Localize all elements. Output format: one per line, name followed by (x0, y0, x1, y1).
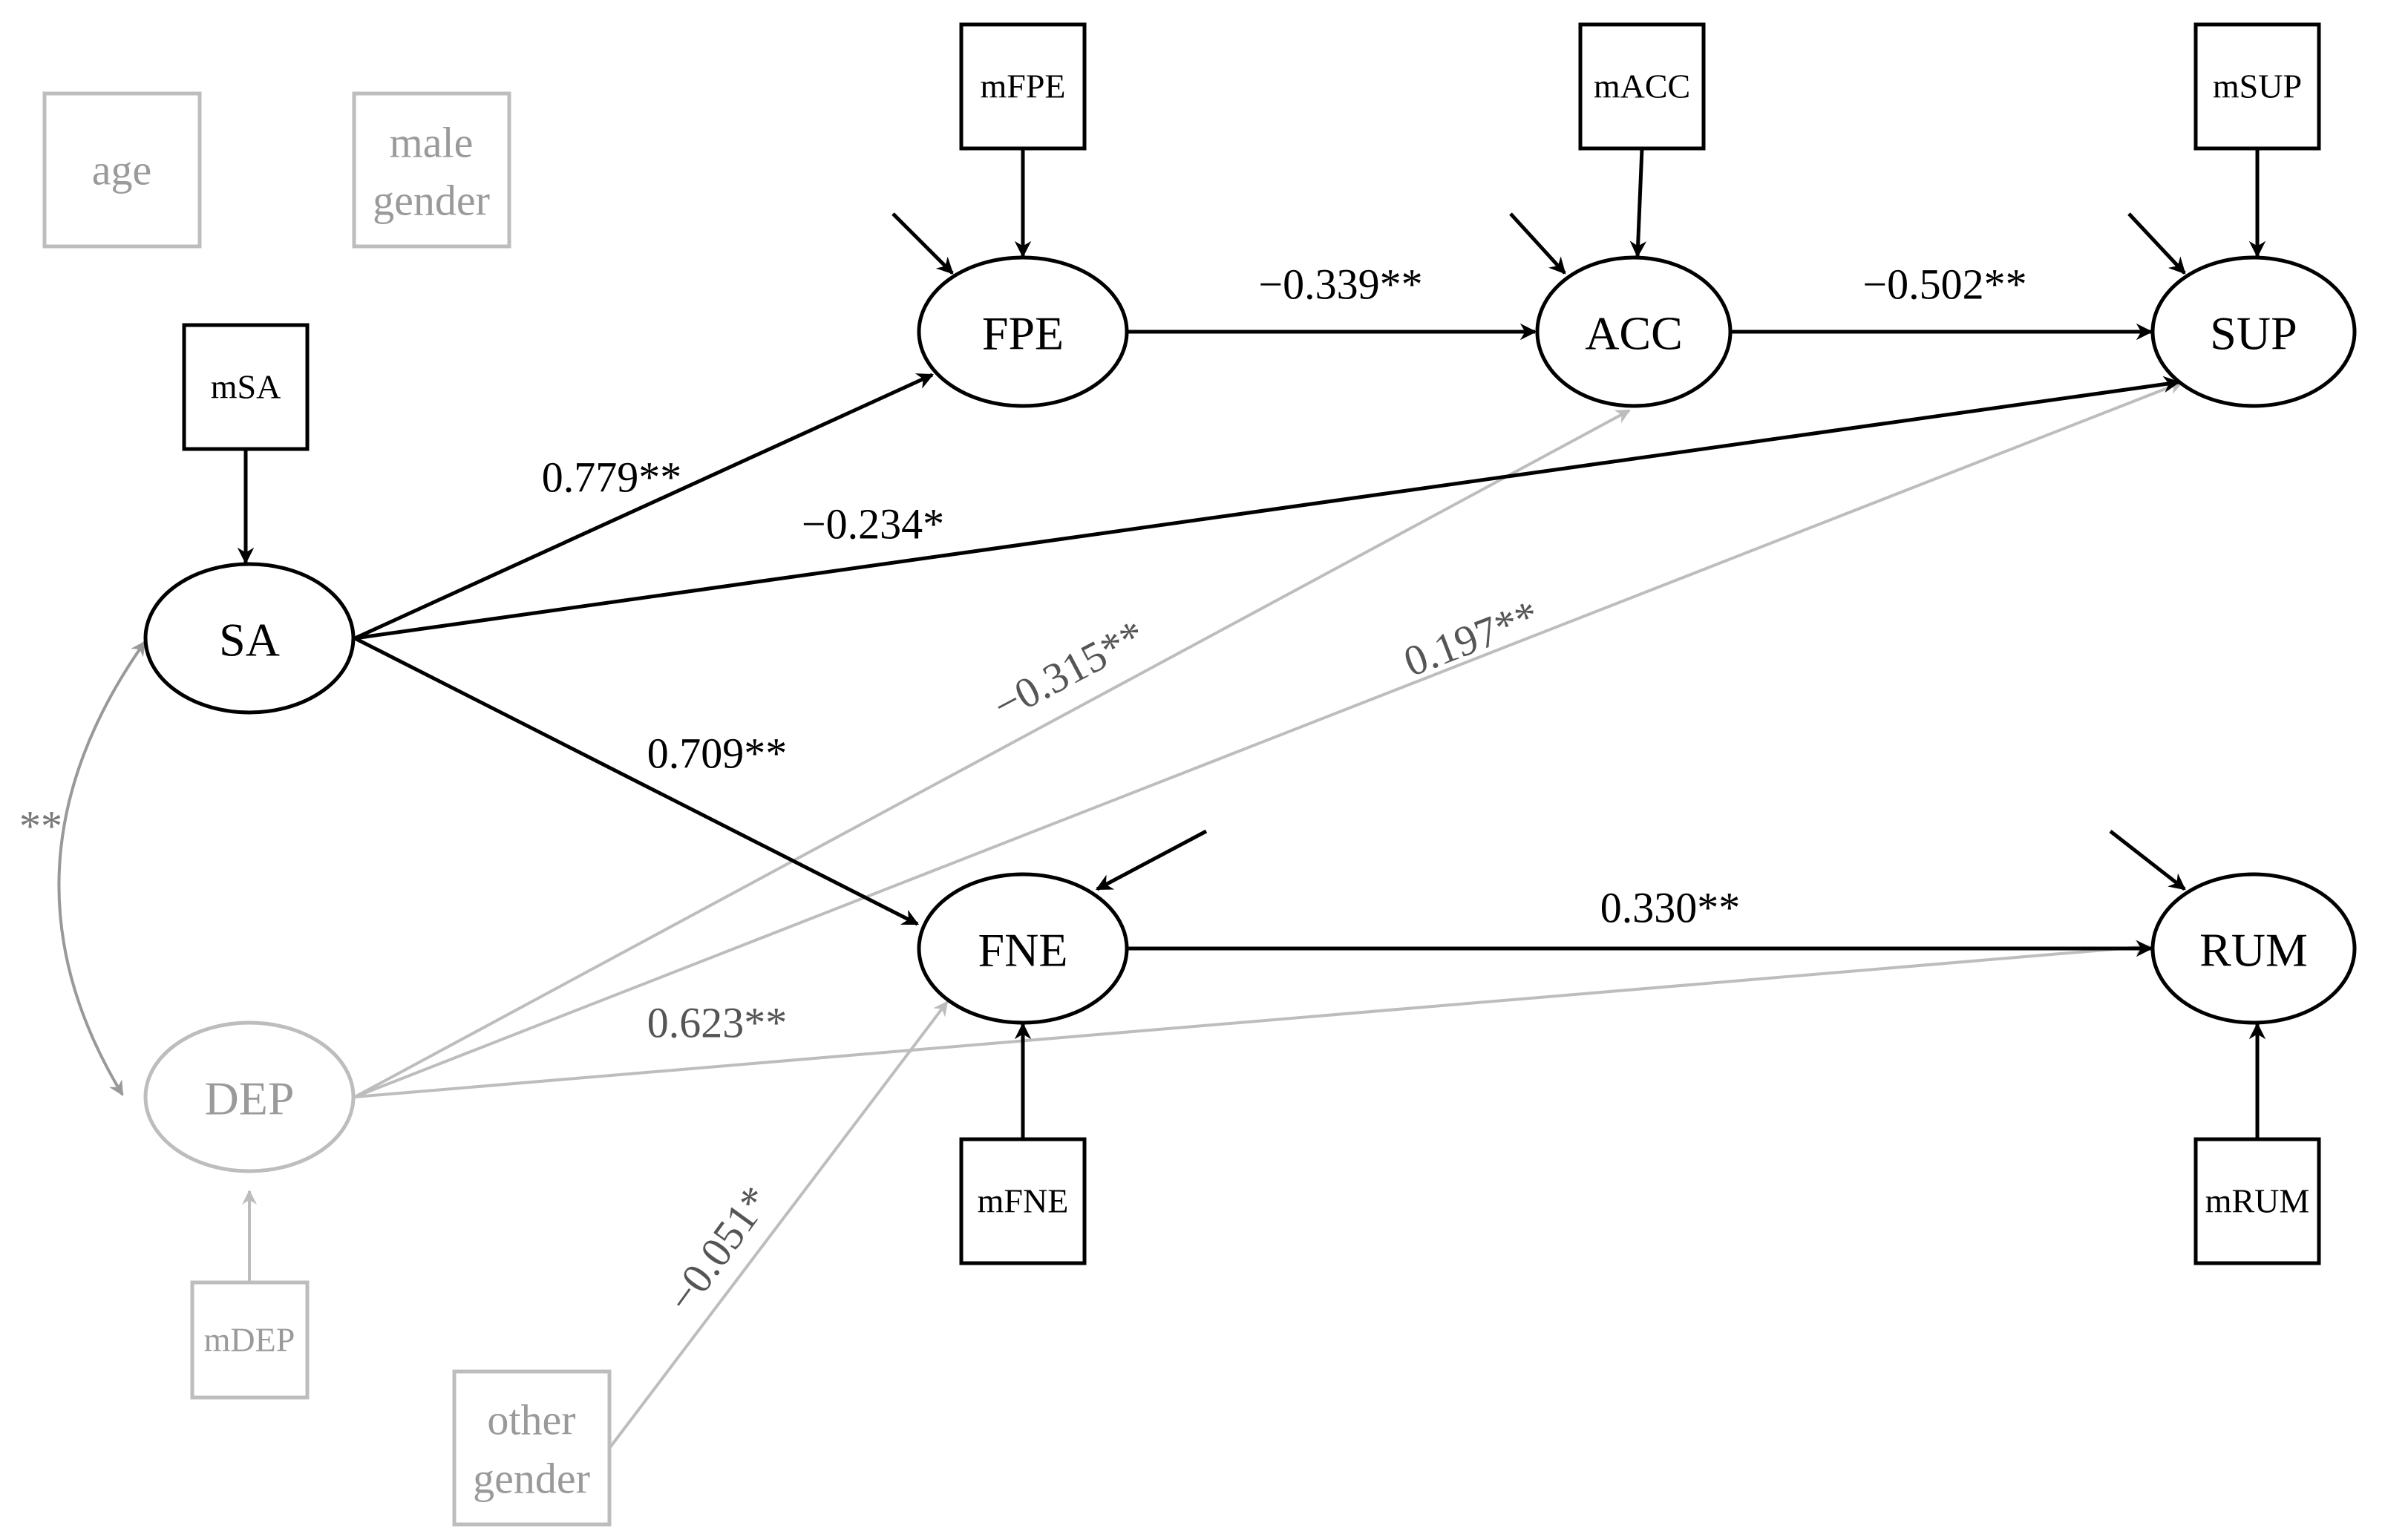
mfne-label: mFNE (978, 1182, 1069, 1220)
male-gender-box: male gender (352, 91, 511, 249)
mdep-label: mDEP (204, 1321, 295, 1359)
sa-label: SA (219, 614, 280, 666)
fpe-node: FPE (917, 255, 1129, 408)
coef-fne-rum: 0.330** (1600, 884, 1741, 932)
mdep-box: mDEP (190, 1280, 310, 1400)
dep-to-rum-path (354, 940, 2150, 1098)
other-gender-box: other gender (452, 1369, 612, 1527)
fne-label: FNE (978, 924, 1068, 977)
coef-sa-sup: −0.234* (802, 500, 944, 548)
coef-sa-dep-covariance: ** (19, 802, 62, 851)
dep-to-sup-path (354, 380, 2184, 1098)
mfpe-label: mFPE (980, 68, 1065, 105)
other-gender-label-line1: other (487, 1396, 575, 1444)
macc-label: mACC (1594, 68, 1690, 105)
sup-node: SUP (2150, 255, 2357, 408)
mfpe-box: mFPE (959, 22, 1087, 151)
rum-label: RUM (2199, 924, 2308, 977)
acc-node: ACC (1535, 255, 1733, 408)
mrum-label: mRUM (2205, 1182, 2310, 1220)
coef-sa-fne: 0.709** (647, 730, 788, 778)
age-box: age (42, 91, 202, 249)
mrum-box: mRUM (2193, 1137, 2321, 1265)
msup-label: mSUP (2213, 68, 2302, 105)
msa-box: mSA (182, 323, 310, 451)
rum-node: RUM (2150, 872, 2357, 1025)
sa-to-sup-path (354, 376, 2181, 640)
sa-dep-covariance-path (57, 640, 146, 1096)
macc-box: mACC (1578, 22, 1706, 151)
age-label: age (92, 146, 152, 194)
other-gender-to-fne-path (609, 1000, 949, 1449)
coef-dep-rum: 0.623** (647, 999, 788, 1047)
dep-node: DEP (143, 1020, 356, 1173)
residual-arrows (891, 212, 2186, 891)
dep-to-acc-path (354, 409, 1631, 1098)
msa-label: mSA (211, 368, 281, 406)
coef-dep-sup: 0.197** (1397, 591, 1545, 686)
acc-label: ACC (1585, 307, 1683, 360)
sa-to-fne-path (353, 636, 920, 926)
fpe-label: FPE (982, 307, 1064, 360)
indicator-arrows (237, 148, 2266, 1139)
sa-to-fpe-path (353, 373, 935, 640)
male-gender-label-line1: male (390, 119, 474, 167)
coef-acc-sup: −0.502** (1862, 261, 2026, 309)
other-gender-label-line2: gender (473, 1455, 590, 1503)
coef-fpe-acc: −0.339** (1258, 261, 1422, 309)
dep-label: DEP (205, 1072, 295, 1125)
sa-node: SA (143, 562, 356, 715)
coef-sa-fpe: 0.779** (542, 453, 682, 502)
male-gender-label-line2: gender (373, 177, 490, 225)
fne-node: FNE (917, 872, 1129, 1025)
mfne-box: mFNE (959, 1137, 1087, 1265)
sup-label: SUP (2210, 307, 2297, 360)
msup-box: mSUP (2193, 22, 2321, 151)
